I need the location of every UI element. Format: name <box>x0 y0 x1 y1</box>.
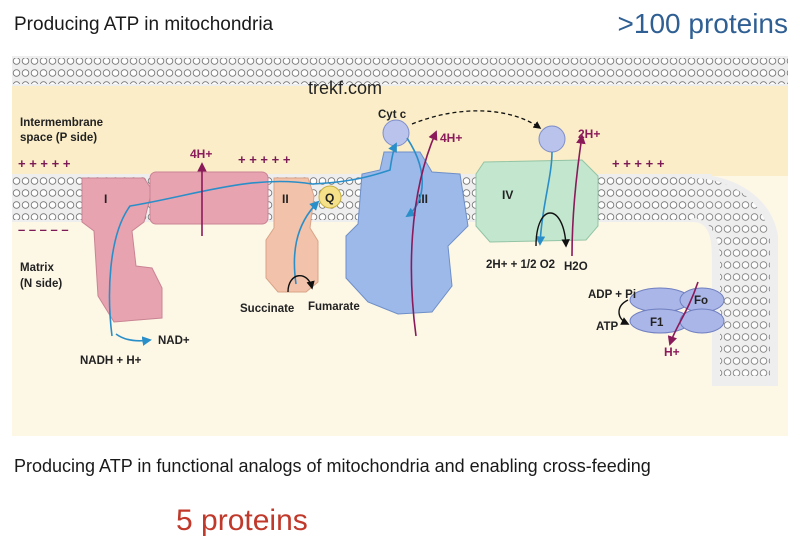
cytc-transfer-arrow <box>411 110 542 129</box>
intermembrane-sub-label: space (P side) <box>20 132 97 144</box>
page-title: Producing ATP in mitochondria <box>14 14 274 35</box>
adp-label: ADP + Pi <box>588 289 636 301</box>
succinate-label: Succinate <box>240 303 294 315</box>
matrix-label: Matrix <box>20 262 54 274</box>
crista-lipids <box>692 178 770 376</box>
electron-path-iii <box>405 137 423 218</box>
succinate-arrow <box>287 275 315 293</box>
nad-label: NAD+ <box>158 335 190 347</box>
minus-signs-left: – – – – – <box>18 222 69 237</box>
cytochrome-c-right <box>538 125 566 153</box>
complex-iii-label: III <box>418 192 428 206</box>
fumarate-label: Fumarate <box>308 301 360 313</box>
section-title: Producing ATP in functional analogs of m… <box>14 456 651 476</box>
f1-label: F1 <box>650 317 664 329</box>
protons-4h-i: 4H+ <box>190 147 212 161</box>
cytochrome-c-left <box>382 119 410 147</box>
protons-4h-iii: 4H+ <box>440 131 462 145</box>
atp-arrow <box>618 299 630 325</box>
water-label: H2O <box>564 261 588 273</box>
protons-2h-iv: 2H+ <box>578 127 600 141</box>
diagram-panel: trekf.com Intermembrane space (P side) M… <box>12 56 788 436</box>
complex-ii-label: II <box>282 192 289 206</box>
electron-path <box>108 142 397 337</box>
outer-membrane-lipids <box>12 58 788 84</box>
proton-flow-atp <box>667 281 699 346</box>
complex-iv <box>475 159 599 243</box>
electron-path-iv <box>535 151 553 246</box>
complex-ii <box>265 177 319 293</box>
electron-path-ii <box>293 200 320 285</box>
proton-pump-iii <box>410 130 438 337</box>
proton-pump-iv <box>571 134 586 257</box>
fo-label: Fo <box>694 295 708 307</box>
plus-signs-mid: + + + + + <box>238 152 291 167</box>
complex-iii <box>345 151 469 315</box>
atp-label: ATP <box>596 321 618 333</box>
plus-signs-left: + + + + + <box>18 156 71 171</box>
complex-i-label: I <box>104 192 107 206</box>
watermark: trekf.com <box>308 78 382 98</box>
nadh-label: NADH + H+ <box>80 355 142 367</box>
oxygen-arrow <box>535 212 570 248</box>
oxygen-label: 2H+ + 1/2 O2 <box>486 259 555 271</box>
nad-arrow <box>115 333 152 346</box>
atp-synthase-fo-lower <box>679 308 725 334</box>
protein-count-bottom: 5 proteins <box>176 504 308 537</box>
complex-iv-label: IV <box>502 188 513 202</box>
coenzyme-q <box>318 185 342 209</box>
matrix-sub-label: (N side) <box>20 278 62 290</box>
protein-count-top: >100 proteins <box>617 8 788 39</box>
proton-atp-label: H+ <box>664 345 680 359</box>
mitochondria-diagram: trekf.com Intermembrane space (P side) M… <box>12 56 788 386</box>
cytc-label: Cyt c <box>378 109 407 121</box>
intermembrane-label: Intermembrane <box>20 117 103 129</box>
coenzyme-q-label: Q <box>325 191 334 205</box>
plus-signs-right: + + + + + <box>612 156 665 171</box>
